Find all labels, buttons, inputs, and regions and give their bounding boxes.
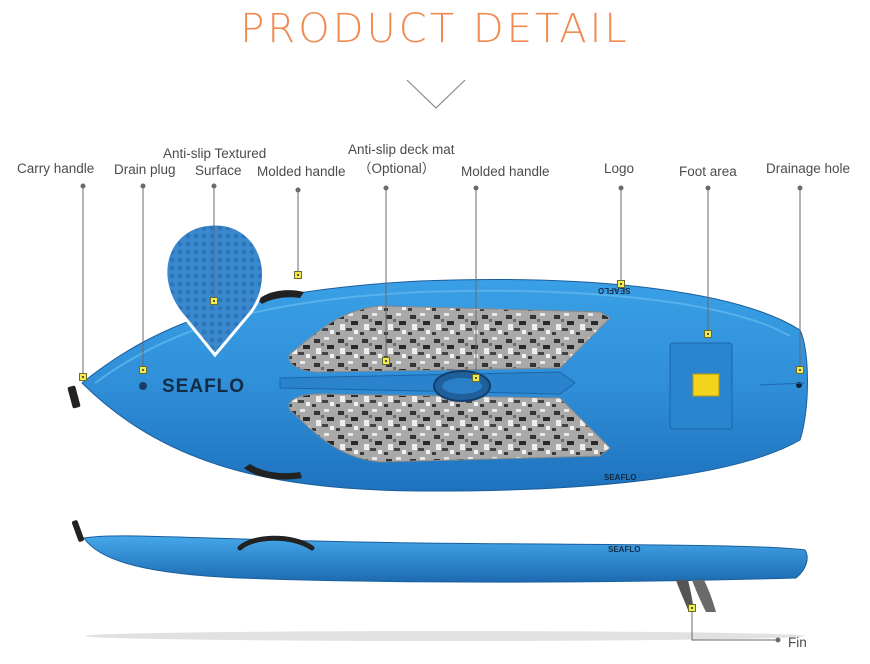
- label-anti-slip-surface-1: Anti-slip Textured: [163, 146, 267, 161]
- deck-mat-bottom: [288, 393, 611, 463]
- marker-surface: [210, 297, 218, 305]
- label-foot-area: Foot area: [679, 164, 737, 179]
- chevron-down-icon: [406, 79, 466, 109]
- board-logo-side: SEAFLO: [608, 545, 641, 554]
- marker-fin: [688, 604, 696, 612]
- deck-mat-top: [288, 305, 611, 373]
- label-deck-mat-2: （Optional）: [358, 161, 436, 176]
- marker-foot-area: [704, 330, 712, 338]
- marker-carry-handle: [79, 373, 87, 381]
- label-logo: Logo: [604, 161, 635, 176]
- board-top-view: [67, 279, 808, 492]
- label-molded-handle-center: Molded handle: [461, 164, 550, 179]
- marker-drainage-hole: [796, 366, 804, 374]
- board-logo-tail: SEAFLO: [604, 473, 637, 482]
- marker-drain-plug: [139, 366, 147, 374]
- label-fin: Fin: [788, 635, 807, 650]
- label-drainage-hole: Drainage hole: [766, 161, 851, 176]
- label-deck-mat-1: Anti-slip deck mat: [348, 142, 455, 157]
- label-molded-handle-left: Molded handle: [257, 164, 346, 179]
- marker-molded-handle-left: [294, 271, 302, 279]
- board-logo-rail: SEAFLO: [598, 286, 631, 295]
- board-side-view: [71, 520, 808, 641]
- label-carry-handle: Carry handle: [17, 161, 95, 176]
- marker-molded-handle-center: [472, 374, 480, 382]
- label-drain-plug: Drain plug: [114, 162, 176, 177]
- leader-lines: [80, 183, 803, 643]
- marker-logo: [617, 280, 625, 288]
- page-title: PRODUCT DETAIL: [240, 6, 630, 52]
- label-anti-slip-surface-2: Surface: [195, 163, 242, 178]
- board-logo-main: SEAFLO: [162, 376, 246, 397]
- marker-deck-mat: [382, 357, 390, 365]
